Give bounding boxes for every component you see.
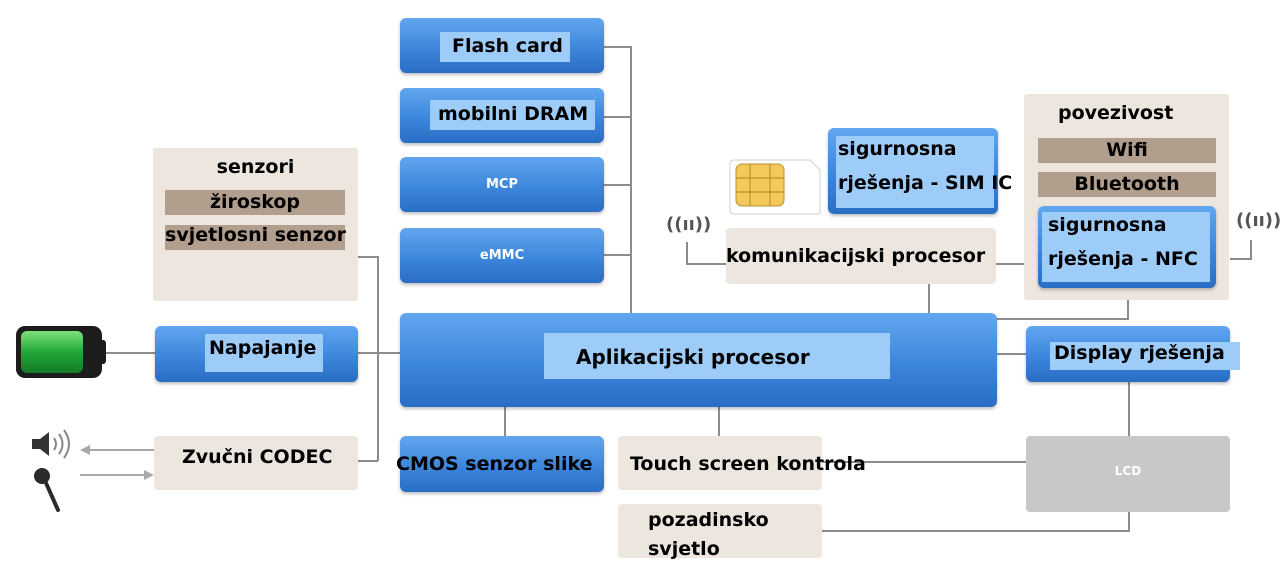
lcd-block: LCD <box>1026 436 1230 512</box>
mobilni-dram-label: mobilni DRAM <box>430 100 595 130</box>
lcd-label: LCD <box>1114 464 1142 478</box>
napajanje-label: Napajanje <box>205 334 323 372</box>
zvucni-codec-block: Zvučni CODEC <box>154 436 358 490</box>
touch-screen-block: Touch screen kontrola <box>618 436 866 490</box>
emmc-block: eMMC <box>400 228 604 283</box>
komunikacijski-procesor-block: komunikacijski procesor <box>726 228 996 284</box>
sim-card-icon <box>728 158 822 216</box>
battery-icon <box>16 326 106 378</box>
sigurnosna-nfc-highlight <box>1042 212 1210 282</box>
sigurnosna-nfc-label-1: sigurnosna <box>1048 214 1167 236</box>
display-rjesenja-block: Display rješenja <box>1026 326 1240 382</box>
sigurnosna-sim-label-2: rješenja - SIM IC <box>838 172 1013 194</box>
pozadinsko-svjetlo-block: pozadinsko svjetlo <box>618 504 822 560</box>
touch-screen-label: Touch screen kontrola <box>630 453 866 475</box>
wifi-item: Wifi <box>1038 138 1216 163</box>
ziroskop-item: žiroskop <box>165 190 345 215</box>
microphone-icon <box>32 466 64 512</box>
sigurnosna-sim-highlight <box>836 136 994 208</box>
sigurnosna-nfc-label-2: rješenja - NFC <box>1048 248 1198 270</box>
cmos-senzor-block: CMOS senzor slike <box>396 436 604 492</box>
senzori-group: senzori žiroskop svjetlosni senzor <box>153 148 358 301</box>
cmos-senzor-label: CMOS senzor slike <box>396 453 593 475</box>
komunikacijski-procesor-label: komunikacijski procesor <box>726 245 986 267</box>
emmc-label: eMMC <box>479 248 525 263</box>
antenna-icon: ((ıı)) <box>666 214 712 235</box>
sigurnosna-sim-label-1: sigurnosna <box>838 138 957 160</box>
svjetlosni-senzor-item: svjetlosni senzor <box>165 224 346 246</box>
speaker-icon <box>30 428 76 460</box>
svjetlosni-senzor-bar <box>165 225 345 250</box>
bluetooth-item: Bluetooth <box>1038 172 1216 197</box>
mobilni-dram-block: mobilni DRAM <box>400 88 604 143</box>
povezivost-title: povezivost <box>1058 102 1174 124</box>
flash-card-label: Flash card <box>440 32 570 62</box>
mcp-label: MCP <box>485 177 518 192</box>
napajanje-block: Napajanje <box>155 326 358 382</box>
sigurnosna-nfc-block: sigurnosna rješenja - NFC <box>1038 206 1216 288</box>
pozadinsko-svjetlo-label: pozadinsko svjetlo <box>648 509 769 560</box>
senzori-title: senzori <box>216 156 295 178</box>
mcp-block: MCP <box>400 157 604 212</box>
zvucni-codec-label: Zvučni CODEC <box>182 446 333 468</box>
aplikacijski-procesor-block: Aplikacijski procesor <box>400 313 997 407</box>
aplikacijski-procesor-label: Aplikacijski procesor <box>544 333 890 379</box>
sigurnosna-sim-block: sigurnosna rješenja - SIM IC <box>828 128 1012 214</box>
flash-card-block: Flash card <box>400 18 604 73</box>
antenna-icon: ((ıı)) <box>1236 210 1281 231</box>
povezivost-group: povezivost Wifi Bluetooth sigurnosna rje… <box>1024 94 1229 300</box>
display-rjesenja-label: Display rješenja <box>1050 342 1240 370</box>
